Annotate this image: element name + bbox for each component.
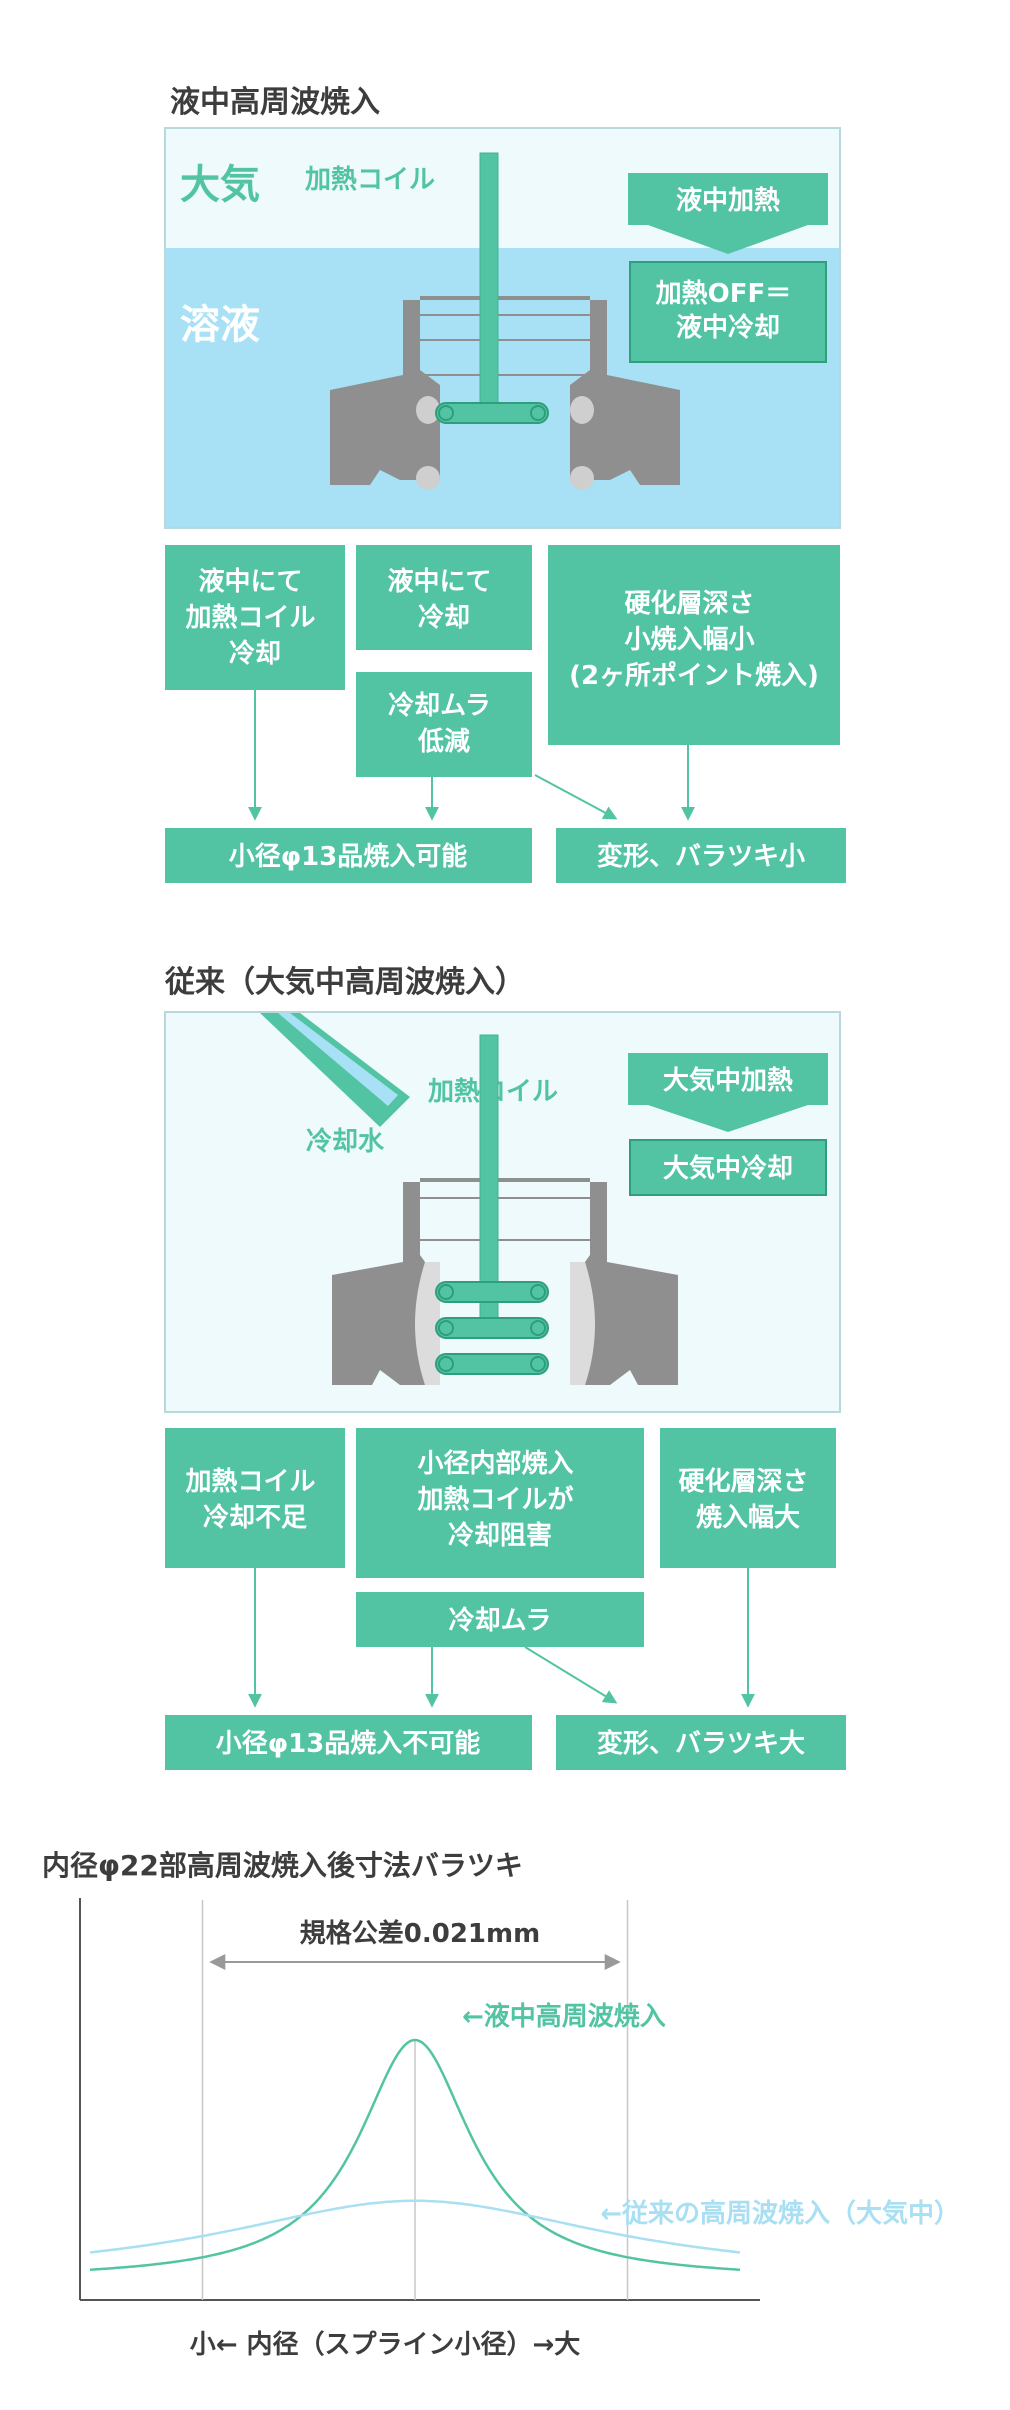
- step-arrow-down-2: [648, 1105, 808, 1132]
- step-underwater-heating-label: 液中加熱: [676, 186, 780, 216]
- box-reduced-uneven-cooling-label: 冷却ムラ 低減: [388, 690, 500, 757]
- box-coil-cooled-in-liquid-label: 液中にて 加熱コイル 冷却: [185, 567, 324, 669]
- label-heating-coil: 加熱コイル: [305, 165, 435, 195]
- step-heat-off-cool: [629, 261, 827, 363]
- box-reduced-uneven-cooling: [356, 672, 532, 777]
- result-large-distortion-label: 変形、バラツキ大: [597, 1728, 805, 1759]
- label-air: 大気: [180, 162, 260, 208]
- step-air-cooling: [629, 1139, 827, 1196]
- result-small-distortion: [556, 828, 846, 883]
- result-small-diameter-possible: [165, 828, 532, 883]
- box-cooled-in-liquid-label: 液中にて 冷却: [387, 567, 500, 633]
- series-label-0: ←液中高周波焼入: [462, 2001, 666, 2032]
- label-cooling-water: 冷却水: [306, 1126, 385, 1157]
- dimension-variation-chart: 内径φ22部高周波焼入後寸法バラツキ ←液中高周波焼入 ←従来の高周波焼入（大気中…: [42, 1849, 960, 2360]
- result-small-distortion-label: 変形、バラツキ小: [597, 841, 805, 872]
- box-small-hardened-depth-label: 硬化層深さ 小焼入幅小 (2ヶ所ポイント焼入): [569, 589, 819, 691]
- section1-title: 液中高周波焼入: [170, 85, 380, 120]
- section1-connectors: [248, 690, 695, 821]
- series-label-1: ←従来の高周波焼入（大気中）: [600, 2198, 960, 2229]
- box-coil-blocks-cooling: [356, 1428, 644, 1578]
- heating-coil-section2: [435, 1034, 549, 1375]
- series-curve-1: [89, 2199, 741, 2254]
- section2-title: 従来（大気中高周波焼入）: [164, 965, 525, 1000]
- box-cooled-in-liquid: [356, 545, 532, 650]
- workpiece-section1: [330, 296, 680, 490]
- box-uneven-cooling: [356, 1592, 644, 1647]
- box-small-hardened-depth: [548, 545, 840, 745]
- chart-title: 内径φ22部高周波焼入後寸法バラツキ: [42, 1849, 523, 1882]
- section-conventional-quench: 従来（大気中高周波焼入） 冷却水 加熱コイル: [164, 965, 846, 1770]
- tolerance-label: 規格公差0.021mm: [300, 1918, 540, 1949]
- workpiece-section2: [332, 1178, 678, 1385]
- box-coil-blocks-cooling-label: 小径内部焼入 加熱コイルが 冷却阻害: [417, 1449, 582, 1551]
- box-uneven-cooling-label: 冷却ムラ: [449, 1605, 552, 1636]
- step-heat-off-cool-label: 加熱OFF＝ 液中冷却: [656, 279, 801, 343]
- box-coil-cooled-in-liquid: [165, 545, 345, 690]
- step-underwater-heating: [628, 173, 828, 225]
- cooling-water-nozzle: [260, 1013, 410, 1127]
- box-coil-insufficient-cooling: [165, 1428, 345, 1568]
- box-large-hardened-depth: [660, 1428, 836, 1568]
- heating-coil-section1: [435, 152, 549, 424]
- step-air-heating-label: 大気中加熱: [663, 1065, 793, 1096]
- series-curve-0: [89, 2038, 741, 2271]
- step-air-heating: [628, 1053, 828, 1105]
- box-large-hardened-depth-label: 硬化層深さ 焼入幅大: [678, 1467, 817, 1533]
- result-large-distortion: [556, 1715, 846, 1770]
- section2-connectors: [248, 1568, 755, 1708]
- box-coil-insufficient-cooling-label: 加熱コイル 冷却不足: [185, 1467, 324, 1533]
- step-arrow-down: [648, 225, 808, 254]
- section-underwater-quench: 液中高周波焼入 大気 溶液 加熱コイル 液: [164, 85, 846, 883]
- result-small-diameter-impossible: [165, 1715, 532, 1770]
- section1-panel-border: [164, 127, 841, 529]
- x-axis-label: 小← 内径（スプライン小径）→大: [190, 2330, 581, 2360]
- label-solution: 溶液: [180, 302, 260, 348]
- step-air-cooling-label: 大気中冷却: [663, 1153, 793, 1184]
- result-small-diameter-impossible-label: 小径φ13品焼入不可能: [216, 1728, 481, 1759]
- result-small-diameter-possible-label: 小径φ13品焼入可能: [229, 841, 468, 872]
